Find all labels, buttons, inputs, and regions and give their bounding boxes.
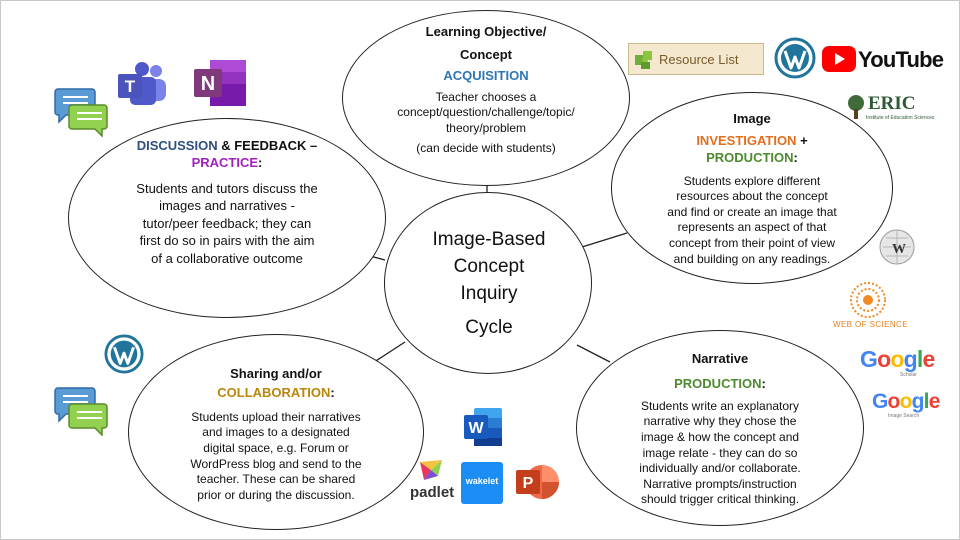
google-scholar-logo: Google <box>860 346 935 372</box>
padlet-icon <box>420 460 442 480</box>
connector-right-top <box>581 232 628 248</box>
youtube-wordmark: YouTube <box>858 47 944 72</box>
investigation-label: INVESTIGATION <box>696 132 797 148</box>
top-title-1: Learning Objective/ <box>425 24 547 39</box>
chat-bubbles-icon <box>54 88 108 137</box>
production-label-1: PRODUCTION <box>706 149 794 165</box>
right-top-text: Image INVESTIGATION + PRODUCTION: Studen… <box>667 111 837 266</box>
resource-list-logo: Resource List <box>628 43 764 75</box>
svg-text:W: W <box>468 420 484 437</box>
eric-logo: ERIC <box>868 93 916 114</box>
onenote-icon: N <box>194 60 246 106</box>
chat-bubbles-icon-2 <box>54 387 108 436</box>
top-title-2: Concept <box>460 46 512 62</box>
powerpoint-icon: P <box>516 465 559 499</box>
right-bottom-text: Narrative PRODUCTION: Students write an … <box>639 351 801 507</box>
collaboration-label: COLLABORATION <box>217 384 331 400</box>
top-ellipse <box>342 10 630 186</box>
left-top-text: DISCUSSION & FEEDBACK – PRACTICE: Studen… <box>136 138 318 266</box>
wordpress-icon <box>774 37 816 79</box>
practice-label: PRACTICE <box>191 154 259 170</box>
production-label-2: PRODUCTION <box>674 375 762 391</box>
right-bottom-ellipse <box>576 330 864 526</box>
left-bottom-ellipse <box>128 334 424 530</box>
teams-icon: T <box>118 62 166 105</box>
youtube-play-icon <box>822 46 856 72</box>
svg-text:W: W <box>892 242 906 257</box>
connector-right-bottom <box>576 344 611 363</box>
svg-text:T: T <box>125 77 136 96</box>
top-text: Learning Objective/ Concept ACQUISITION … <box>352 24 620 157</box>
top-note: (can decide with students) <box>416 141 556 156</box>
google-image-search-logo: Google <box>872 390 940 413</box>
tree-icon <box>848 95 864 119</box>
svg-text:N: N <box>201 73 215 95</box>
wordpress-icon-2 <box>104 334 144 374</box>
acquisition-label: ACQUISITION <box>443 67 529 83</box>
wikipedia-globe-icon: W <box>879 229 915 265</box>
web-of-science-icon <box>850 282 886 318</box>
left-top-ellipse <box>68 118 386 318</box>
right-top-ellipse <box>611 92 893 284</box>
center-title: Image-Based Concept Inquiry Cycle <box>432 229 546 338</box>
center-ellipse <box>384 192 592 374</box>
svg-text:P: P <box>523 475 534 492</box>
wakelet-logo: wakelet <box>461 462 503 504</box>
web-of-science-wordmark: WEB OF SCIENCE <box>833 320 908 329</box>
padlet-wordmark: padlet <box>410 484 455 501</box>
discussion-label: DISCUSSION <box>136 138 218 153</box>
puzzle-icon <box>635 51 652 69</box>
left-bottom-text: Sharing and/or COLLABORATION: Students u… <box>190 366 362 502</box>
word-icon: W <box>464 408 502 446</box>
